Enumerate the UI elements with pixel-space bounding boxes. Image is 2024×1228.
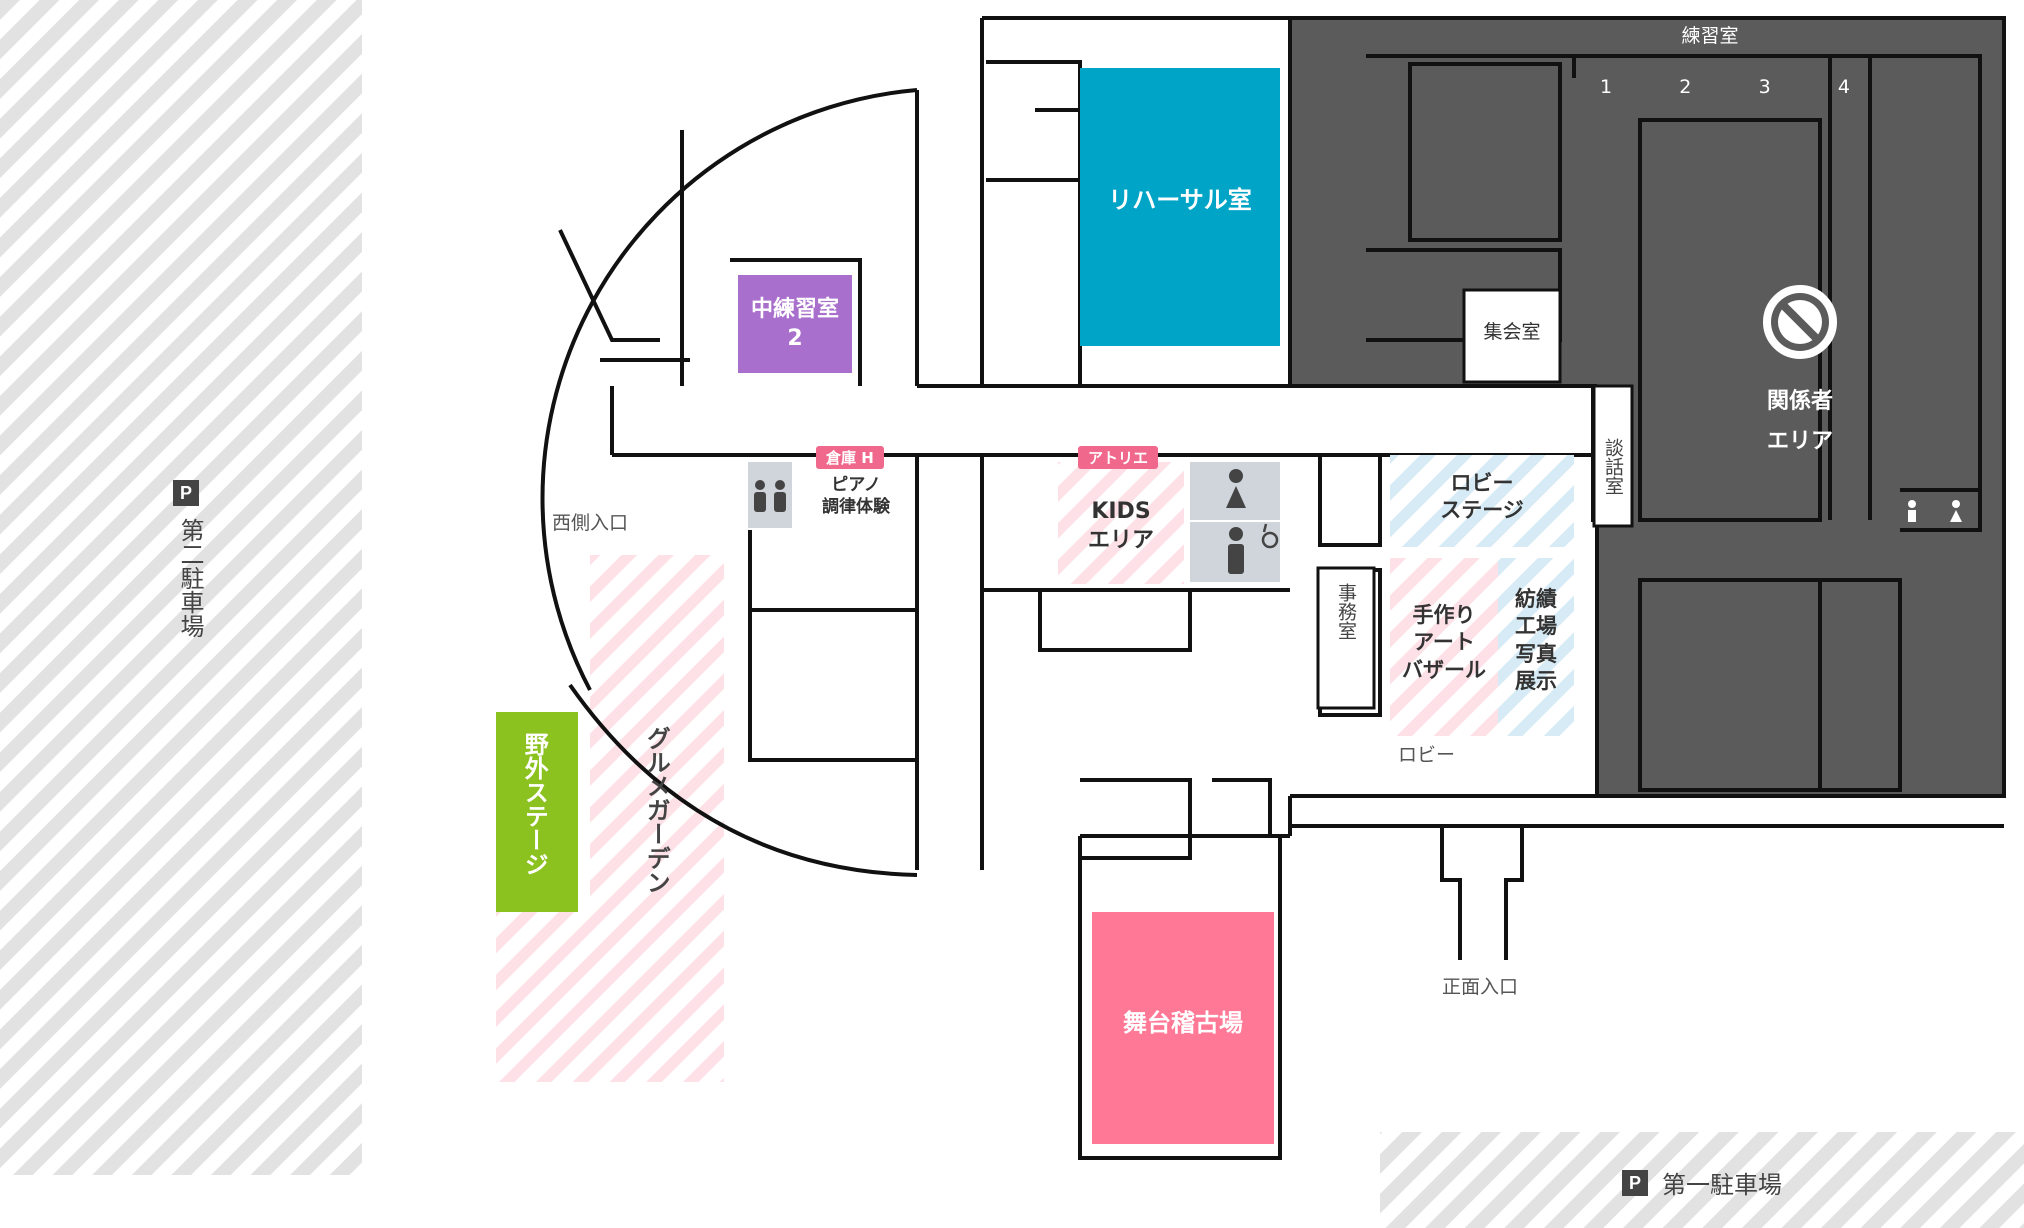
parking-second-text: 第二駐車場	[176, 518, 204, 638]
lobby-stage-label[interactable]: ロビー ステージ	[1390, 470, 1574, 525]
front-entrance-label[interactable]: 正面入口	[1442, 976, 1519, 998]
parking-second-label: P 第二駐車場	[173, 480, 209, 638]
gourmet-garden-area	[496, 555, 724, 1082]
kids-area-label[interactable]: KIDS エリア	[1058, 498, 1184, 555]
staff-area-label: 関係者 エリア	[1740, 382, 1860, 461]
practice-room-2[interactable]: 2	[1679, 76, 1692, 98]
parking-lot-second	[0, 0, 362, 1175]
practice-numbers: 1 2 3 4	[1600, 76, 1850, 98]
meeting-room-label[interactable]: 集会室	[1483, 321, 1541, 343]
staff-restroom-icons	[1908, 500, 1962, 522]
textile-line3: 写真	[1515, 641, 1557, 666]
textile-line1: 紡績	[1515, 587, 1557, 611]
office-room[interactable]	[1316, 566, 1376, 710]
gourmet-garden-label[interactable]: グルメガーデン	[642, 726, 671, 894]
stage-practice-room[interactable]	[1092, 912, 1274, 1144]
consult-room-label[interactable]: 談話室	[1602, 438, 1624, 495]
textile-photo-area	[1498, 558, 1574, 736]
lobby-stage-area	[1390, 455, 1574, 547]
textile-photo-label[interactable]: 紡績 工場 写真 展示	[1498, 586, 1574, 695]
female-restroom-icon	[1226, 469, 1246, 508]
staff-area-line1: 関係者	[1766, 389, 1833, 414]
handmade-art-area	[1390, 558, 1498, 736]
parking-icon: P	[1622, 1169, 1648, 1196]
storage-h-tag: 倉庫 H	[816, 446, 884, 469]
wheelchair-icon	[1261, 523, 1279, 549]
stage-practice-room-label[interactable]: 舞台稽古場	[1123, 1009, 1243, 1037]
male-restroom-icon	[1228, 527, 1244, 574]
lobby-stage-line1: ロビー	[1450, 471, 1514, 495]
parking-icon: P	[173, 480, 199, 506]
restroom-icon	[754, 480, 786, 512]
textile-line4: 展示	[1515, 668, 1557, 693]
parking-first-text: 第一駐車場	[1662, 1171, 1782, 1199]
kids-line1: KIDS	[1091, 499, 1151, 524]
parking-first-label: P 第一駐車場	[1622, 1165, 1782, 1200]
piano-label[interactable]: ピアノ 調律体験	[800, 474, 912, 518]
parking-lot-first	[1380, 1132, 2024, 1228]
handmade-line3: バザール	[1402, 657, 1486, 682]
lobby-label: ロビー	[1398, 744, 1456, 766]
rehearsal-room[interactable]	[1080, 68, 1280, 346]
practice-top-label: 練習室	[1681, 25, 1739, 47]
outdoor-stage-label[interactable]: 野外ステージ	[520, 732, 549, 876]
outdoor-stage[interactable]	[496, 712, 578, 912]
building-walls	[558, 16, 2004, 1160]
no-entry-icon	[1763, 285, 1837, 359]
atelier-tag: アトリエ	[1078, 446, 1159, 469]
middle-practice-line2: 2	[787, 325, 803, 351]
kids-line2: エリア	[1087, 527, 1154, 553]
handmade-line2: アート	[1413, 630, 1475, 655]
rehearsal-room-label[interactable]: リハーサル室	[1108, 186, 1252, 214]
piano-line1: ピアノ	[831, 475, 881, 495]
staff-area-line2: エリア	[1766, 428, 1833, 454]
practice-room-1[interactable]: 1	[1600, 76, 1613, 98]
practice-room-4[interactable]: 4	[1837, 76, 1850, 98]
meeting-room[interactable]	[1462, 288, 1562, 384]
middle-practice-room-label[interactable]: 中練習室 2	[738, 296, 852, 353]
practice-room-3[interactable]: 3	[1758, 76, 1771, 98]
textile-line2: 工場	[1515, 614, 1557, 639]
piano-line2: 調律体験	[822, 497, 890, 518]
handmade-art-label[interactable]: 手作り アート バザール	[1390, 602, 1498, 684]
handmade-line1: 手作り	[1412, 603, 1476, 627]
lobby-stage-line2: ステージ	[1440, 498, 1524, 523]
kids-area-fill	[1058, 462, 1184, 584]
consult-room[interactable]	[1592, 384, 1634, 528]
middle-practice-line1: 中練習室	[750, 297, 839, 322]
middle-practice-room-2[interactable]	[738, 275, 852, 373]
office-room-label[interactable]: 事務室	[1335, 583, 1357, 640]
west-entrance-label[interactable]: 西側入口	[552, 512, 629, 534]
